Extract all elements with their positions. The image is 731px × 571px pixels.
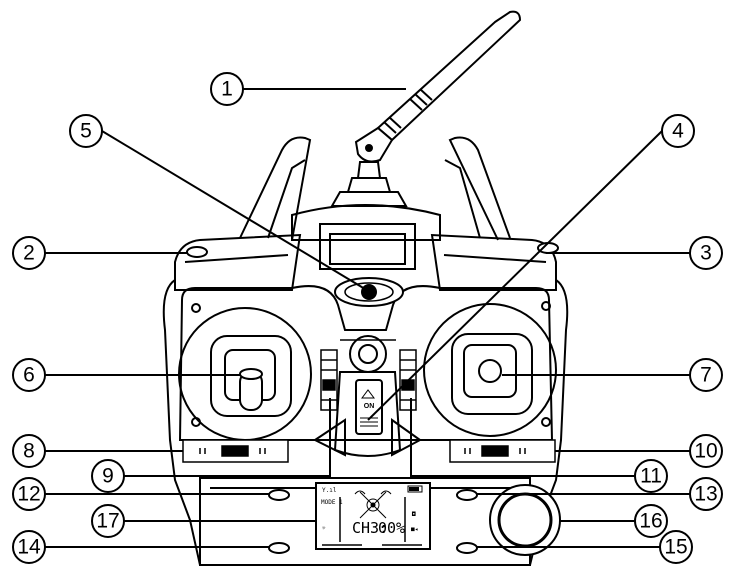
- callout-1-label: 1: [221, 78, 233, 101]
- callout-17-label: 17: [96, 510, 119, 533]
- callout-5: 5: [69, 114, 103, 148]
- callout-10: 10: [689, 434, 723, 468]
- lcd-screen: Y.ıl MODE 1 ☼ CH3: 00% ◘ ■◂: [315, 482, 431, 550]
- power-switch[interactable]: ON: [355, 379, 383, 435]
- callout-4-label: 4: [672, 120, 684, 143]
- callout-6-label: 6: [23, 364, 35, 387]
- callout-12: 12: [12, 477, 46, 511]
- left-rudder-trim[interactable]: [182, 439, 289, 463]
- lcd-mode: MODE 1: [321, 499, 343, 506]
- callout-13: 13: [689, 477, 723, 511]
- callout-5-label: 5: [80, 120, 92, 143]
- callout-7: 7: [689, 358, 723, 392]
- callout-8: 8: [12, 434, 46, 468]
- callout-3-label: 3: [700, 242, 712, 265]
- callout-11: 11: [634, 459, 668, 493]
- quadcopter-icon: [354, 490, 392, 519]
- callout-9: 9: [91, 459, 125, 493]
- lcd-percent: 00%: [378, 519, 405, 537]
- left-shoulder-button[interactable]: [186, 246, 208, 258]
- center-knob[interactable]: [340, 335, 396, 373]
- callout-2-label: 2: [23, 242, 35, 265]
- brightness-icon: ☼: [322, 525, 326, 532]
- power-switch-label: ON: [364, 403, 375, 410]
- button-16[interactable]: [489, 484, 561, 556]
- callout-8-label: 8: [23, 440, 35, 463]
- callout-15-label: 15: [664, 536, 687, 559]
- right-shoulder-button[interactable]: [537, 242, 559, 254]
- callout-15: 15: [659, 530, 693, 564]
- antenna: [330, 10, 522, 207]
- right-joystick[interactable]: [463, 344, 517, 398]
- camera-icon: ◘: [411, 511, 416, 518]
- left-joystick[interactable]: [224, 349, 276, 411]
- callout-14-label: 14: [17, 536, 41, 559]
- callout-14: 14: [12, 530, 46, 564]
- video-icon: ■◂: [411, 526, 418, 533]
- button-13[interactable]: [456, 489, 478, 501]
- button-14[interactable]: [268, 542, 290, 554]
- callout-1: 1: [210, 72, 244, 106]
- callout-6: 6: [12, 358, 46, 392]
- callout-3: 3: [689, 236, 723, 270]
- callout-2: 2: [12, 236, 46, 270]
- callout-17: 17: [91, 504, 125, 538]
- button-15[interactable]: [456, 542, 478, 554]
- callout-7-label: 7: [700, 364, 712, 387]
- callout-4: 4: [661, 114, 695, 148]
- top-window: [319, 223, 416, 270]
- callout-9-label: 9: [102, 465, 114, 488]
- lcd-channel: CH3:: [352, 519, 388, 537]
- callout-16: 16: [634, 504, 668, 538]
- right-aileron-trim[interactable]: [449, 439, 556, 463]
- callout-16-label: 16: [639, 510, 662, 533]
- signal-icon: Y.ıl: [322, 487, 337, 494]
- leader-lines: [45, 88, 690, 548]
- callout-12-label: 12: [17, 483, 40, 506]
- button-12[interactable]: [268, 489, 290, 501]
- callout-10-label: 10: [694, 440, 717, 463]
- callout-11-label: 11: [640, 465, 662, 488]
- callout-13-label: 13: [694, 483, 717, 506]
